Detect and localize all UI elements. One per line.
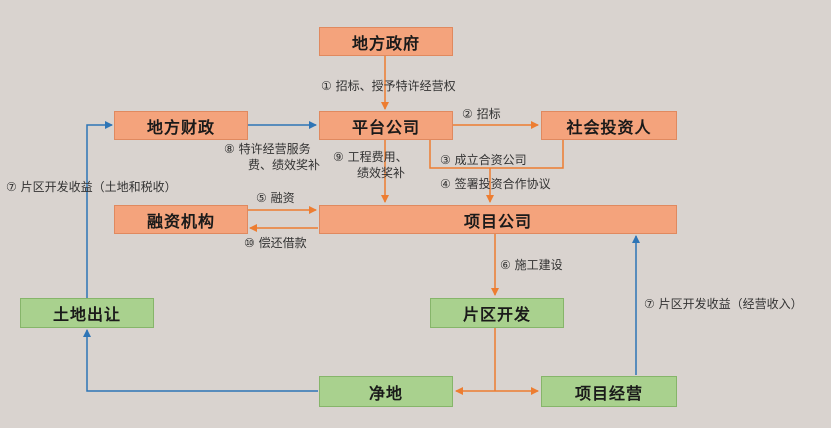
- label-e9-line2: 绩效奖补: [357, 166, 406, 180]
- label-e1: ① 招标、授予特许经营权: [321, 79, 456, 93]
- label-e4: ④ 签署投资合作协议: [440, 177, 551, 191]
- label-e8-line1: ⑧ 特许经营服务: [224, 142, 311, 156]
- arrow-platform-to-jv: [429, 140, 490, 169]
- node-land-transfer: 土地出让: [20, 298, 154, 328]
- label-e6: ⑥ 施工建设: [500, 258, 563, 272]
- label-e10: ⑩ 偿还借款: [244, 236, 307, 250]
- label-e2: ② 招标: [462, 107, 501, 121]
- arrow-landtransfer-to-finance: [86, 121, 113, 298]
- label-e7-right: ⑦ 片区开发收益（经营收入）: [644, 297, 803, 311]
- label-e3: ③ 成立合资公司: [440, 153, 527, 167]
- node-local-government: 地方政府: [319, 27, 453, 56]
- node-project-operation: 项目经营: [541, 376, 677, 407]
- label-e8-line2: 费、绩效奖补: [248, 158, 321, 172]
- label-e5: ⑤ 融资: [256, 191, 295, 205]
- label-e9-line1: ⑨ 工程费用、: [333, 150, 408, 164]
- node-platform-company: 平台公司: [319, 111, 453, 140]
- node-social-investor: 社会投资人: [541, 111, 677, 140]
- node-project-company: 项目公司: [319, 205, 677, 234]
- node-area-development: 片区开发: [430, 298, 564, 328]
- node-financing-institution: 融资机构: [114, 205, 248, 234]
- node-local-finance: 地方财政: [114, 111, 248, 140]
- node-clean-land: 净地: [319, 376, 453, 407]
- arrow-cleanland-to-landtransfer: [83, 329, 318, 392]
- arrow-investor-to-jv: [490, 140, 564, 169]
- label-e7-left: ⑦ 片区开发收益（土地和税收）: [6, 180, 177, 194]
